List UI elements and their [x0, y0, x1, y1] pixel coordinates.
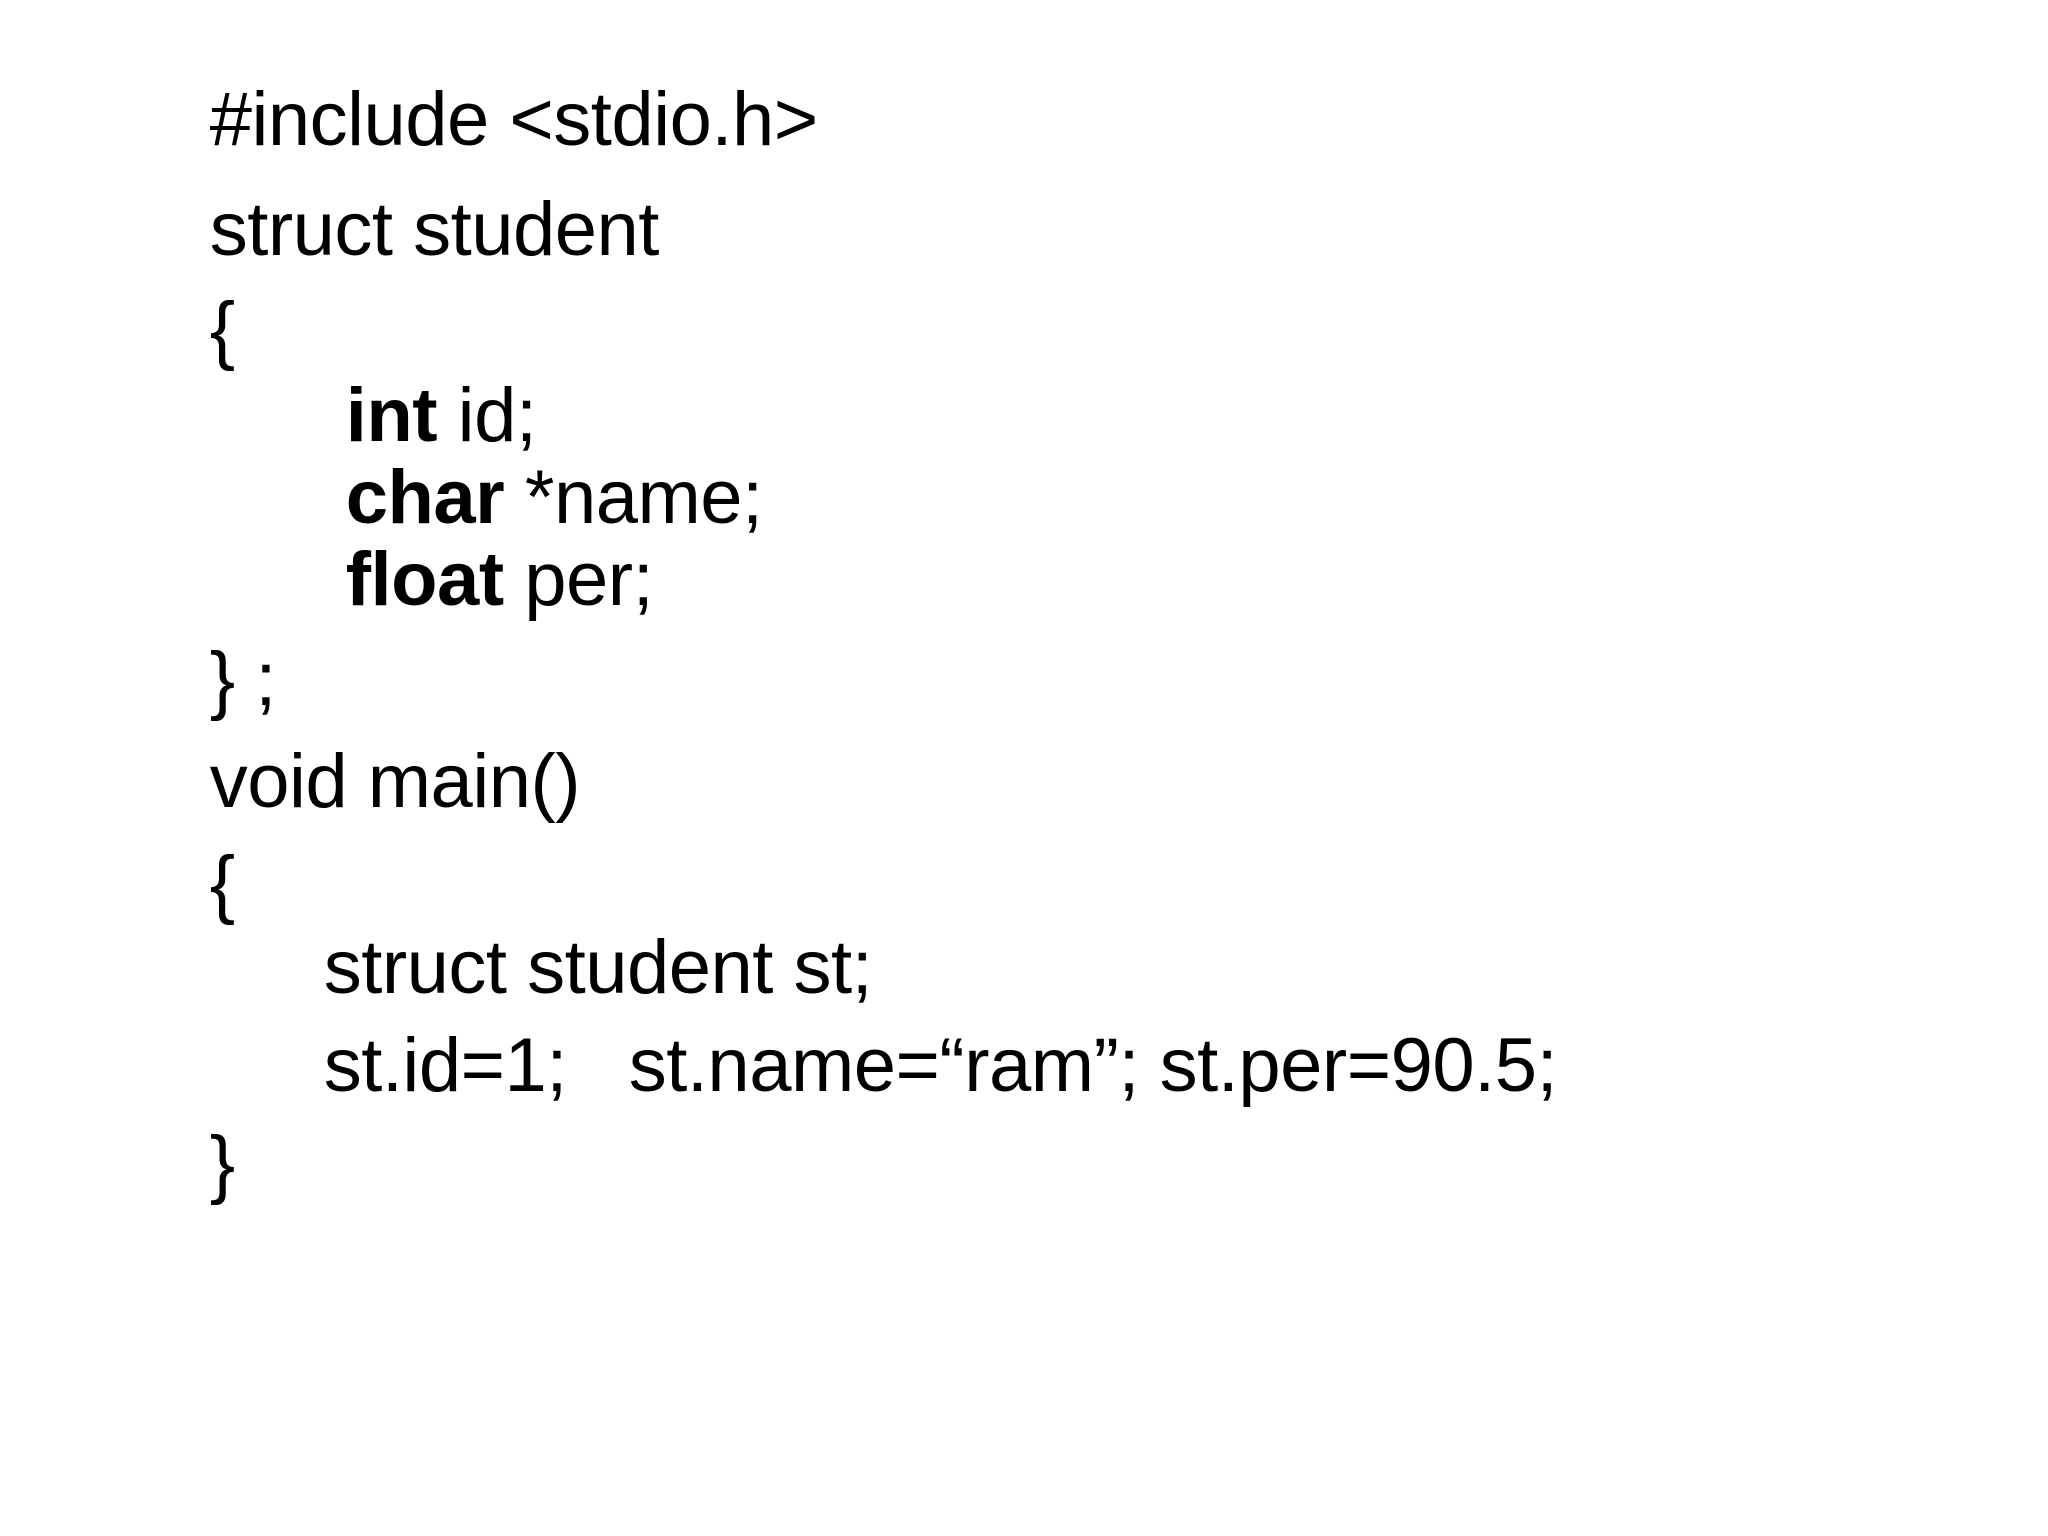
code-text: *name; [504, 455, 763, 540]
code-text: struct student st; [323, 925, 873, 1010]
code-text: #include <stdio.h> [209, 77, 818, 162]
code-line: st.id=1; st.name=“ram”; st.per=90.5; [200, 952, 1558, 1180]
code-text: struct student [209, 187, 660, 272]
code-line: { [86, 216, 235, 444]
code-text: st.id=1; st.name=“ram”; st.per=90.5; [323, 1023, 1558, 1108]
code-line: int id; [222, 302, 537, 530]
code-line: } ; [86, 566, 277, 794]
code-line: #include <stdio.h> [86, 6, 818, 234]
code-line: } [86, 1050, 235, 1278]
code-line: struct student st; [200, 854, 873, 1082]
code-keyword: char [345, 455, 505, 540]
code-keyword: int [345, 373, 438, 458]
code-text: } [209, 1121, 235, 1206]
code-line: float per; [222, 466, 654, 694]
code-line: void main() [86, 668, 581, 896]
code-line: { [86, 770, 235, 998]
code-text: id; [437, 373, 537, 458]
code-text: void main() [209, 739, 581, 824]
code-keyword: float [345, 537, 504, 622]
code-text: { [209, 841, 235, 926]
code-line: struct student [86, 116, 660, 344]
code-line: char *name; [222, 384, 763, 612]
code-text: } ; [209, 637, 277, 722]
code-text: per; [503, 537, 654, 622]
code-text: { [209, 287, 235, 372]
